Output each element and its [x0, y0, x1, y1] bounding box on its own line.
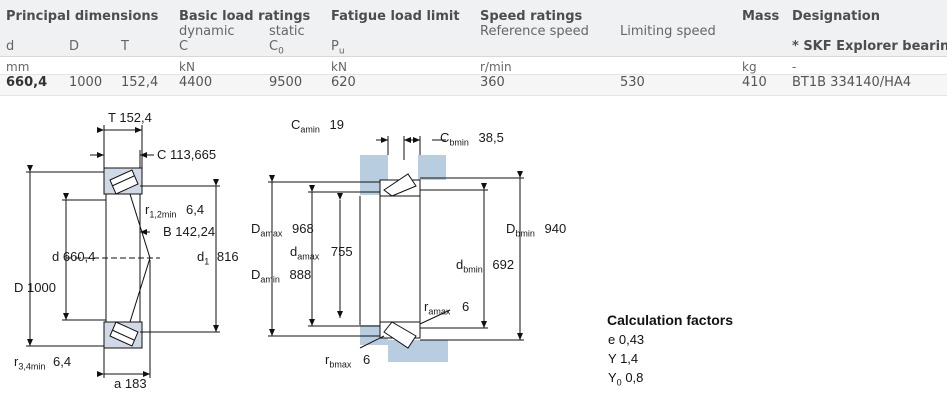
header-designation: Designation: [792, 9, 880, 24]
label-camin: Camin 19: [291, 117, 344, 135]
value-mass: 410: [742, 75, 767, 90]
subheader-dynamic: dynamic: [179, 24, 235, 39]
subheader-Pu: Pu: [331, 39, 345, 57]
dim-damax-outer: [268, 175, 380, 337]
value-D: 1000: [69, 75, 103, 90]
dim-D: [26, 165, 104, 347]
value-T: 152,4: [121, 75, 159, 90]
value-designation: BT1B 334140/HA4: [792, 75, 912, 90]
subheader-reference-speed: Reference speed: [480, 24, 589, 39]
table-header-band: [0, 0, 947, 56]
label-a: a 183: [114, 376, 147, 391]
header-basic-load-ratings: Basic load ratings: [179, 9, 311, 24]
value-C: 4400: [179, 75, 213, 90]
unit-kn-load: kN: [179, 60, 195, 74]
subheader-d: d: [6, 39, 15, 54]
dim-damin: [308, 185, 380, 327]
unit-dash: -: [792, 60, 797, 74]
header-principal-dimensions: Principal dimensions: [6, 9, 159, 24]
abutment-drawing: [359, 155, 448, 362]
subheader-static: static: [269, 24, 305, 39]
dim-dbmin-outer: [420, 171, 524, 341]
unit-kg: kg: [742, 60, 757, 74]
dim-dbmin: [420, 183, 488, 329]
calc-Y: Y 1,4: [608, 351, 639, 366]
dim-C: [90, 150, 154, 168]
subheader-C: C: [179, 39, 189, 54]
subheader-T: T: [121, 39, 129, 54]
calculation-factors-title: Calculation factors: [607, 312, 734, 328]
value-Pu: 620: [331, 75, 356, 90]
dim-cbmin: [410, 136, 446, 155]
label-T: T 152,4: [108, 110, 152, 125]
label-ramax: ramax 6: [424, 299, 470, 317]
label-B: B 142,24: [163, 224, 216, 239]
value-reference-speed: 360: [480, 75, 505, 90]
subheader-limiting-speed: Limiting speed: [620, 24, 716, 39]
dim-d: [62, 193, 106, 321]
table-units-band: [0, 56, 947, 75]
value-C0: 9500: [269, 75, 303, 90]
header-mass: Mass: [742, 9, 780, 24]
label-r12: r1,2min 6,4: [145, 202, 205, 220]
bearing-drawings: [26, 125, 524, 378]
unit-kn-fatigue: kN: [331, 60, 347, 74]
table-row: [0, 74, 947, 96]
label-D: D 1000: [14, 280, 56, 295]
header-speed-ratings: Speed ratings: [480, 9, 583, 24]
header-fatigue-load-limit: Fatigue load limit: [331, 9, 460, 24]
subheader-C0: C0: [269, 39, 284, 57]
dim-T: [97, 125, 143, 168]
value-d: 660,4: [6, 75, 48, 90]
subheader-D: D: [69, 39, 80, 54]
bearing-data-table: Principal dimensions Basic load ratings …: [0, 0, 947, 96]
bearing-cross-section: [66, 167, 160, 349]
label-damin: Damin 888: [251, 267, 312, 285]
label-damax-bore: damax 755: [290, 244, 353, 262]
label-d: d 660,4: [52, 249, 96, 264]
dim-a: [97, 260, 151, 378]
label-r34: r3,4min 6,4: [14, 354, 72, 372]
unit-mm: mm: [6, 60, 30, 74]
label-cbmin: Cbmin 38,5: [440, 130, 504, 148]
label-C: C 113,665: [157, 147, 217, 162]
dim-d1: [140, 179, 220, 333]
label-damax-outer: Damax 968: [251, 221, 314, 239]
label-dbmin-outer: Dbmin 940: [506, 221, 567, 239]
label-d1: d1 816: [197, 249, 239, 267]
label-rbmax: rbmax 6: [325, 352, 371, 370]
calc-Y0: Y0 0,8: [608, 370, 644, 388]
unit-rpm: r/min: [480, 60, 512, 74]
label-dbmin: dbmin 692: [456, 257, 515, 275]
subheader-explorer-note: * SKF Explorer bearing: [792, 39, 947, 54]
value-limiting-speed: 530: [620, 75, 645, 90]
calc-e: e 0,43: [608, 332, 645, 347]
